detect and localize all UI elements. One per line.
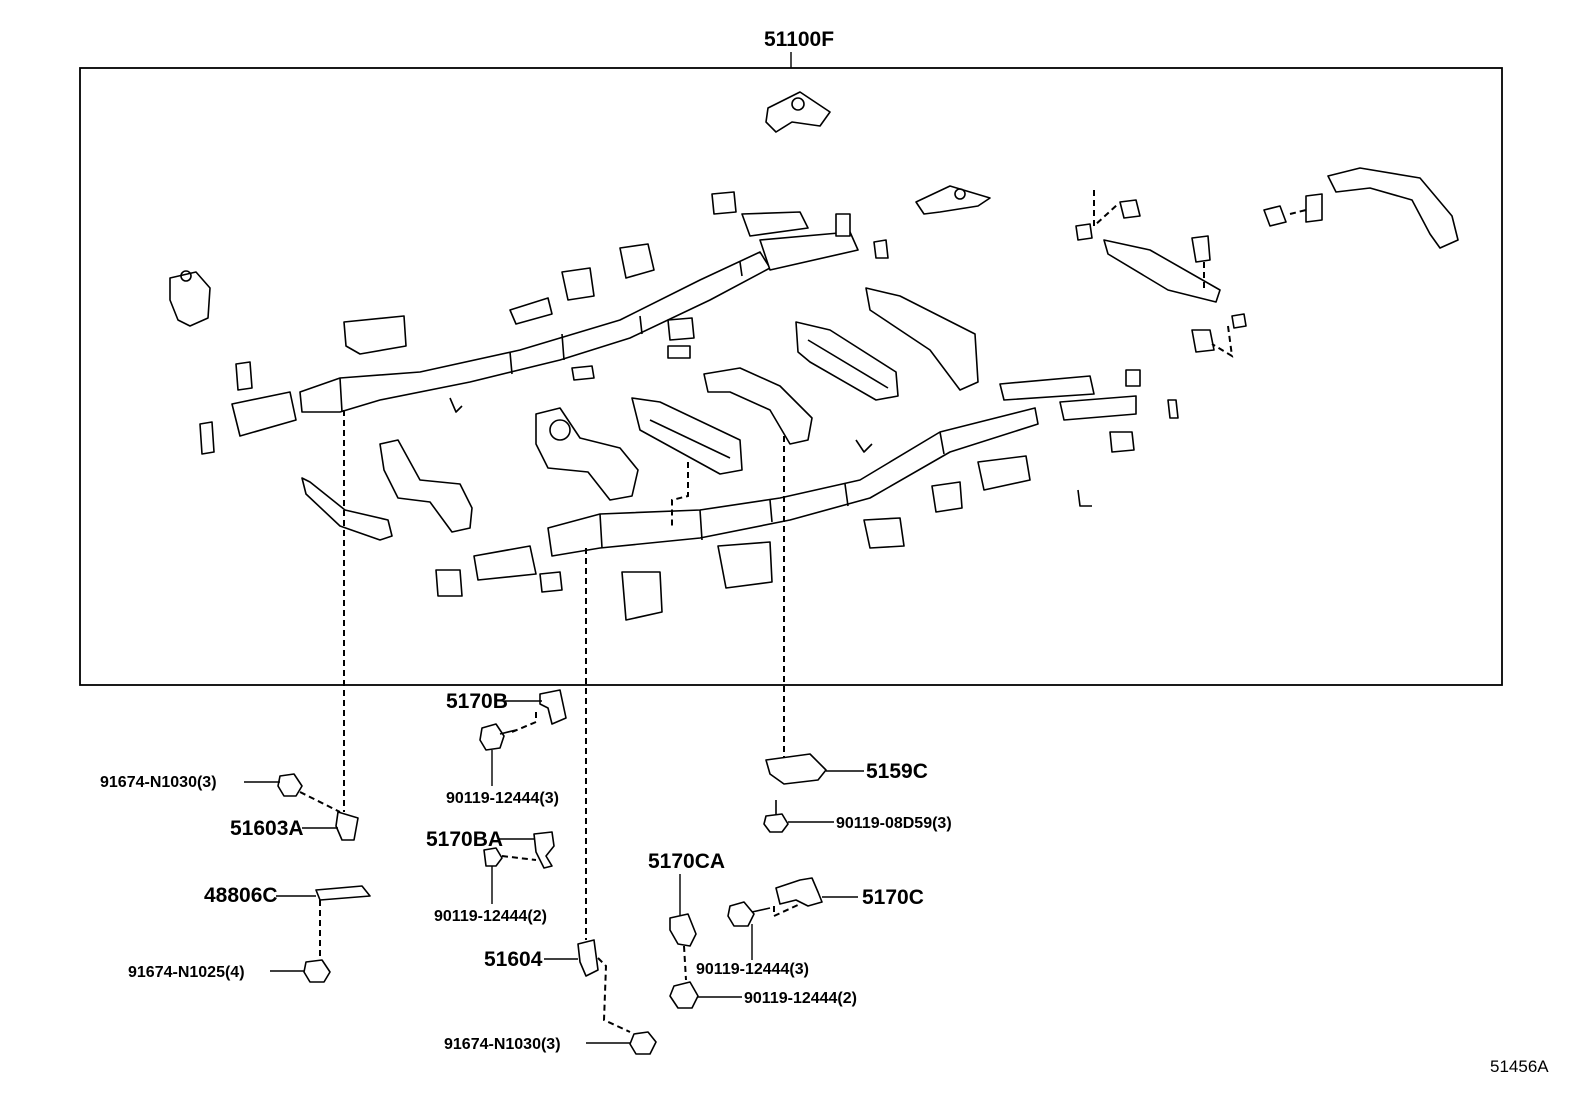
part-5170B[interactable] <box>504 689 567 733</box>
part-5170CA[interactable] <box>669 874 697 981</box>
label-90119-12444-2a[interactable]: 90119-12444(2) <box>434 908 547 925</box>
bracket-front-left[interactable] <box>169 270 211 327</box>
dashed-links-inside <box>1093 190 1307 358</box>
part-5170BA[interactable] <box>483 831 555 904</box>
bolt-90119-12444-3b[interactable] <box>727 901 771 960</box>
bracket-rear-right[interactable] <box>1327 167 1459 249</box>
frame-rail-right[interactable] <box>547 407 1039 557</box>
frame-rail-left-rear[interactable] <box>759 231 859 271</box>
cross-member-2[interactable] <box>795 321 899 401</box>
assembly-label[interactable]: 51100F <box>764 28 834 51</box>
bracket-top-right[interactable] <box>915 185 991 215</box>
bolt-90119-12444-2b[interactable] <box>669 981 742 1009</box>
label-90119-12444-2b[interactable]: 90119-12444(2) <box>744 990 857 1007</box>
bolt-90119-08D59-3[interactable] <box>763 800 834 833</box>
part-48806C[interactable] <box>276 885 371 956</box>
bracket-center[interactable] <box>703 367 813 445</box>
cross-member-front[interactable] <box>301 477 393 541</box>
part-51604[interactable] <box>544 939 631 1033</box>
label-48806C[interactable]: 48806C <box>204 884 278 907</box>
small-parts-inside <box>199 191 1323 621</box>
label-91674-N1025-4[interactable]: 91674-N1025(4) <box>128 964 245 981</box>
label-5170CA[interactable]: 5170CA <box>648 850 725 873</box>
cross-member-4[interactable] <box>1103 239 1221 303</box>
engine-mount-left[interactable] <box>379 439 473 533</box>
bolt-90119-12444-3a[interactable] <box>479 723 517 786</box>
dash-line-center <box>671 462 689 526</box>
label-51604[interactable]: 51604 <box>484 948 543 971</box>
label-91674-N1030-3b[interactable]: 91674-N1030(3) <box>444 1036 561 1053</box>
label-90119-08D59-3[interactable]: 90119-08D59(3) <box>836 815 952 832</box>
label-5170BA[interactable]: 5170BA <box>426 828 503 851</box>
part-51603A[interactable] <box>302 811 359 841</box>
bolt-91674-N1030-3b[interactable] <box>586 1031 657 1055</box>
frame-rail-left[interactable] <box>299 251 771 413</box>
part-5159C[interactable] <box>765 753 864 785</box>
part-5170C[interactable] <box>773 877 858 918</box>
figure-id: 51456A <box>1490 1057 1549 1076</box>
assembly-frame-box <box>79 67 1503 686</box>
cross-member-1[interactable] <box>631 397 743 475</box>
bolt-91674-N1025-4[interactable] <box>270 959 331 983</box>
label-91674-N1030-3a[interactable]: 91674-N1030(3) <box>100 774 217 791</box>
frame-rail-right-rear[interactable] <box>999 375 1137 421</box>
label-5170C[interactable]: 5170C <box>862 886 924 909</box>
label-90119-12444-3b[interactable]: 90119-12444(3) <box>696 961 809 978</box>
label-51603A[interactable]: 51603A <box>230 817 304 840</box>
bracket-top-center[interactable] <box>765 91 831 133</box>
label-90119-12444-3a[interactable]: 90119-12444(3) <box>446 790 559 807</box>
cross-member-3[interactable] <box>865 287 979 391</box>
label-5159C[interactable]: 5159C <box>866 760 928 783</box>
engine-mount-right[interactable] <box>535 407 639 501</box>
bolt-91674-N1030-3a[interactable] <box>244 773 341 813</box>
label-5170B[interactable]: 5170B <box>446 690 508 713</box>
